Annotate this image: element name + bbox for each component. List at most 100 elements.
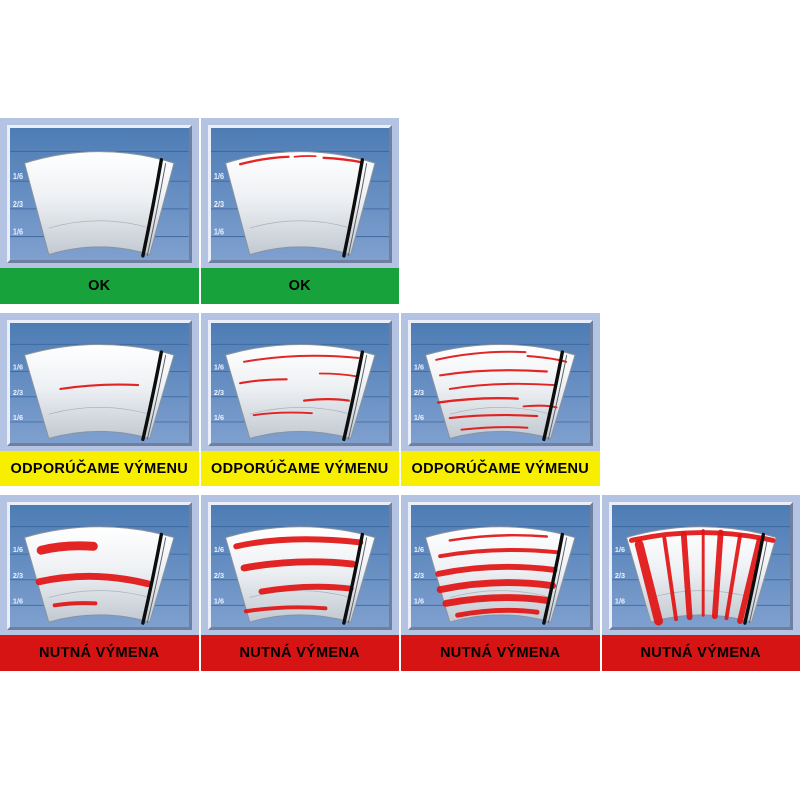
wiper-blade: [542, 532, 565, 625]
zone-label: 1/6: [13, 413, 23, 422]
wear-streak: [724, 533, 742, 621]
zone-label: 2/3: [414, 388, 424, 397]
sweep-reflection-line: [650, 590, 752, 598]
status-label-recommend: ODPORÚČAME VÝMENU: [200, 451, 399, 486]
wear-streak: [252, 411, 313, 417]
status-label-required: NUTNÁ VÝMENA: [0, 635, 199, 671]
wiper-graphic: 1/62/31/6: [10, 343, 189, 442]
wear-streak: [232, 536, 363, 550]
wiper-blade-edge: [547, 537, 568, 624]
wiper-blade-edge: [347, 163, 367, 256]
wear-streak: [634, 539, 663, 626]
wiper-graphic: 1/6 2/3 1/6: [411, 526, 590, 625]
sweep-reflection-line: [48, 590, 150, 598]
wiper-graphic: 1/62/31/6: [210, 526, 389, 625]
wear-streak: [59, 383, 140, 391]
wear-streak: [680, 531, 693, 621]
sweep-reflection-line: [249, 220, 351, 229]
wiper-blade-edge: [748, 537, 768, 624]
wear-streak: [238, 155, 290, 166]
sweep-reflection-line: [449, 590, 551, 598]
zone-label: 1/6: [213, 596, 223, 605]
wiper-sweep-area: [224, 343, 376, 440]
zone-label: 1/6: [414, 545, 424, 554]
wear-streak: [318, 372, 357, 378]
zone-label: 2/3: [414, 571, 424, 580]
wiper-graphic: 1/62/31/6: [10, 526, 189, 625]
sweep-reflection-line: [48, 220, 150, 229]
status-label-required: NUTNÁ VÝMENA: [601, 635, 800, 671]
wear-streak: [736, 537, 762, 625]
wiper-graphic: 1/6 2/3 1/6: [611, 526, 790, 626]
status-label-recommend: ODPORÚČAME VÝMENU: [401, 451, 600, 486]
status-label-ok: OK: [200, 268, 399, 304]
wiper-blade-edge: [347, 354, 367, 440]
panel-frame: 1/6 2/3 1/6: [602, 495, 800, 635]
wear-streak: [242, 354, 359, 363]
wiper-sweep-area: [224, 526, 376, 623]
wiper-panel: 1/6 2/3 1/6: [408, 502, 593, 630]
wiper-graphic: 1/62/31/6: [10, 150, 189, 258]
wear-streak: [448, 382, 556, 390]
zone-label: 2/3: [614, 571, 624, 580]
wear-streak: [238, 378, 288, 385]
wiper-blade-edge: [347, 537, 367, 624]
zone-label: 1/6: [614, 545, 624, 554]
wiper-sweep-area: [424, 343, 576, 440]
wear-streak: [448, 413, 539, 420]
wear-streak: [293, 155, 317, 158]
status-label-ok: OK: [0, 268, 199, 304]
wear-streak: [439, 369, 548, 377]
wear-streak: [522, 404, 558, 409]
wiper-blade-edge: [146, 537, 167, 624]
zone-label: 1/6: [414, 596, 424, 605]
wiper-graphic: 1/62/31/6: [210, 343, 389, 442]
zone-label: 1/6: [213, 227, 223, 236]
zone-label: 1/6: [414, 363, 424, 372]
wiper-sweep-area: [224, 151, 376, 256]
wiper-panel: 1/6 2/3 1/6: [608, 502, 793, 630]
zone-label: 1/6: [213, 363, 223, 372]
wiper-blade: [341, 350, 364, 442]
zone-label: 1/6: [213, 172, 223, 181]
wear-streak: [258, 583, 354, 595]
wear-streak: [455, 607, 540, 618]
sweep-reflection-line: [48, 407, 150, 415]
sweep-reflection-line: [249, 590, 351, 598]
zone-label: 1/6: [614, 596, 624, 605]
status-label-required: NUTNÁ VÝMENA: [200, 635, 399, 671]
zone-label: 2/3: [213, 199, 223, 208]
panel-frame: 1/6 2/3 1/6: [401, 495, 600, 635]
wiper-blade-edge: [146, 354, 167, 440]
wiper-sweep-area: [23, 151, 175, 256]
wiper-blade: [341, 532, 364, 625]
zone-label: 2/3: [13, 388, 23, 397]
wiper-blade: [341, 158, 364, 258]
wear-streak: [36, 541, 98, 555]
wiper-blade: [141, 158, 164, 258]
zone-label: 2/3: [213, 388, 223, 397]
wear-streak: [302, 397, 350, 402]
panel-frame: 1/6 2/3 1/6: [201, 118, 400, 268]
wear-streak: [460, 426, 529, 431]
wear-streak: [438, 548, 559, 559]
wiper-blade-edge: [547, 354, 568, 440]
status-label-recommend: ODPORÚČAME VÝMENU: [0, 451, 199, 486]
wear-streak: [35, 572, 152, 588]
wear-streak: [436, 579, 557, 594]
status-label-required: NUTNÁ VÝMENA: [401, 635, 600, 671]
wiper-graphic: 1/62/31/6: [411, 343, 590, 442]
